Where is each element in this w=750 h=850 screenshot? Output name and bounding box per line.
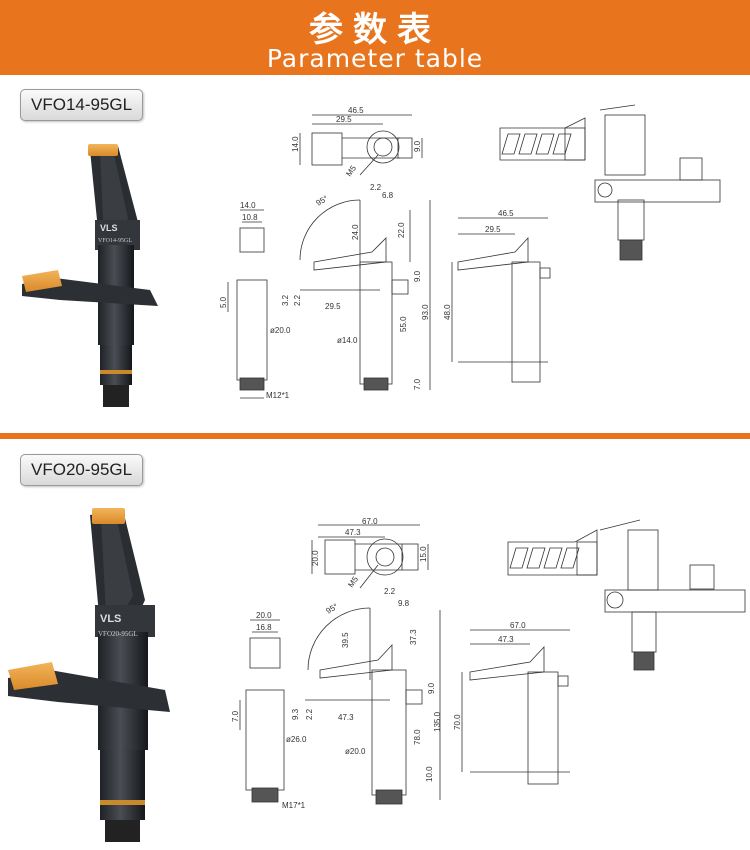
top-view-drawing-2 — [311, 524, 429, 589]
right-view-drawing-1 — [451, 217, 551, 383]
brand-mark-2: VLS — [100, 613, 121, 625]
model-badge-1: VFO14-95GL — [20, 89, 144, 121]
side-view-labels-2: 20.0 16.8 7.0 ø26.0 M17*1 — [231, 611, 307, 810]
dim-h55-1: 55.0 — [399, 316, 408, 332]
dim-left-inner-1: 10.8 — [242, 213, 258, 222]
dim-top-height-2: 20.0 — [311, 550, 320, 566]
product-photo-1: VLS VFO14-95GL — [22, 144, 158, 407]
dim-h9-1: 9.0 — [413, 270, 422, 282]
dim-h22a-2: 2.2 — [384, 587, 396, 596]
title-english: Parameter table — [266, 44, 484, 73]
dim-left-thread-1: M12*1 — [266, 391, 290, 400]
dim-top-side-1: 9.0 — [413, 140, 422, 152]
front-view-labels-2: 95° 2.2 9.8 39.5 37.3 9.0 9.3 2.2 47.3 7… — [291, 587, 442, 782]
dim-thread-top-2: M5 — [346, 574, 360, 589]
dim-left-dia-2: ø26.0 — [286, 735, 307, 744]
dim-h93-2: 135.0 — [433, 711, 442, 732]
dim-angle-2: 95° — [325, 602, 340, 616]
right-view-drawing-2 — [461, 629, 570, 785]
engraving-2: VFO20-95GL — [98, 630, 138, 638]
right-view-labels-1: 46.5 29.5 48.0 — [443, 209, 514, 320]
dim-h22-2: 37.3 — [409, 629, 418, 645]
front-view-drawing-1 — [299, 199, 431, 391]
dim-h7-2: 10.0 — [425, 766, 434, 782]
dim-left-width-1: 14.0 — [240, 201, 256, 210]
assembly-drawing-1 — [499, 104, 721, 261]
dim-dia14-2: ø20.0 — [345, 747, 366, 756]
section-divider — [0, 433, 750, 439]
dim-left-h-2: 7.0 — [231, 710, 240, 722]
side-view-drawing-1 — [227, 209, 268, 399]
product-photo-2: VLS VFO20-95GL — [8, 508, 170, 842]
dim-top-side-2: 15.0 — [419, 546, 428, 562]
dim-h22a-1: 2.2 — [370, 183, 382, 192]
dim-h55-2: 78.0 — [413, 729, 422, 745]
dim-top-inner-1: 29.5 — [336, 115, 352, 124]
dim-r48-2: 70.0 — [453, 714, 462, 730]
dim-h68-2: 9.8 — [398, 599, 410, 608]
top-view-drawing-1 — [299, 114, 423, 176]
engraving-1: VFO14-95GL — [98, 238, 132, 244]
dim-r465-1: 46.5 — [498, 209, 514, 218]
front-view-drawing-2 — [305, 607, 441, 805]
dim-top-width-2: 67.0 — [362, 517, 378, 526]
top-view-labels-2: 67.0 47.3 20.0 15.0 M5 — [311, 517, 428, 589]
dim-h22-1: 22.0 — [397, 222, 406, 238]
dim-left-thread-2: M17*1 — [282, 801, 306, 810]
dim-h7-1: 7.0 — [413, 378, 422, 390]
dim-h32-2: 9.3 — [291, 708, 300, 720]
dim-top-height-1: 14.0 — [291, 136, 300, 152]
dim-r295-2: 47.3 — [498, 635, 514, 644]
dim-h93-1: 93.0 — [421, 304, 430, 320]
dim-h32-1: 3.2 — [281, 294, 290, 306]
dim-dia14-1: ø14.0 — [337, 336, 358, 345]
dim-w295-1: 29.5 — [325, 302, 341, 311]
dim-h22b-1: 2.2 — [293, 294, 302, 306]
dim-r295-1: 29.5 — [485, 225, 501, 234]
assembly-drawing-2 — [507, 519, 746, 671]
dim-left-dia-1: ø20.0 — [270, 326, 291, 335]
dim-h68-1: 6.8 — [382, 191, 394, 200]
dim-top-inner-2: 47.3 — [345, 528, 361, 537]
dim-h22b-2: 2.2 — [305, 708, 314, 720]
dim-left-h-1: 5.0 — [219, 296, 228, 308]
side-view-drawing-2 — [239, 619, 285, 803]
dim-r48-1: 48.0 — [443, 304, 452, 320]
dim-top-width-1: 46.5 — [348, 106, 364, 115]
title-chinese: 参数表 — [309, 10, 441, 50]
header-banner: 参数表 Parameter table — [0, 0, 750, 75]
model-badge-2: VFO20-95GL — [20, 454, 144, 486]
side-view-labels-1: 14.0 10.8 5.0 ø20.0 M12*1 — [219, 201, 291, 400]
dim-left-width-2: 20.0 — [256, 611, 272, 620]
dim-w295-2: 47.3 — [338, 713, 354, 722]
dim-left-inner-2: 16.8 — [256, 623, 272, 632]
front-view-labels-1: 95° 2.2 6.8 24.0 22.0 9.0 3.2 2.2 29.5 5… — [281, 183, 430, 390]
dim-h24-2: 39.5 — [341, 632, 350, 648]
dim-r465-2: 67.0 — [510, 621, 526, 630]
right-view-labels-2: 67.0 47.3 70.0 — [453, 621, 526, 730]
dim-h24-1: 24.0 — [351, 224, 360, 240]
dim-h9-2: 9.0 — [427, 682, 436, 694]
brand-mark-1: VLS — [100, 223, 118, 233]
